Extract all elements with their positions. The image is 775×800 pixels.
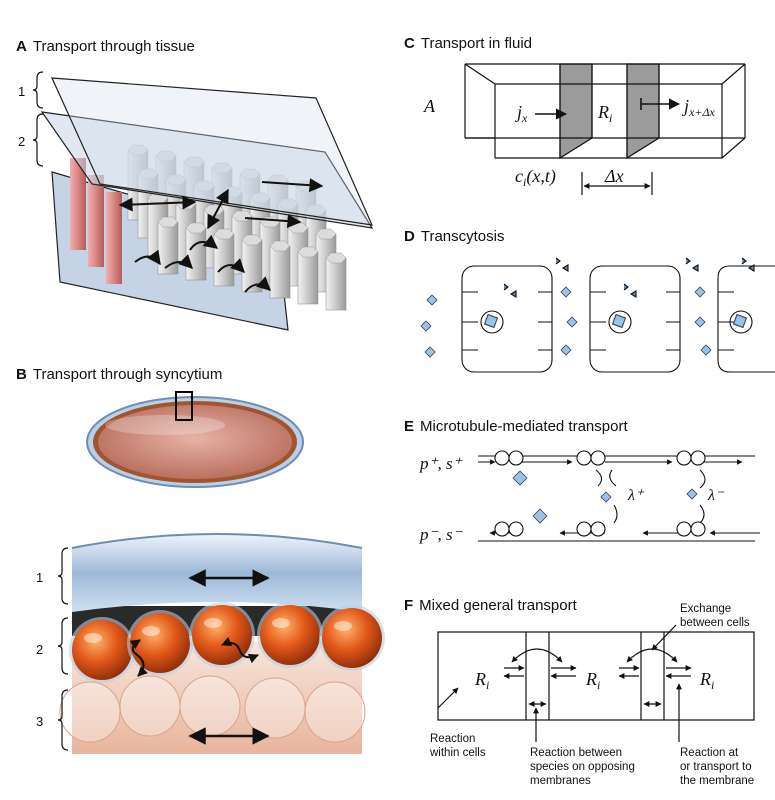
panel-b-arrows bbox=[129, 569, 270, 745]
dx-label: Δx bbox=[604, 166, 624, 186]
panel-e-microtubule bbox=[478, 450, 760, 542]
concentration-label: ci(x,t) bbox=[515, 166, 556, 189]
layer-3-label-b: 3 bbox=[36, 714, 43, 729]
note-within-1: Reaction bbox=[430, 733, 475, 745]
layer-2-label: 2 bbox=[18, 134, 25, 149]
note-between-2: species on opposing bbox=[530, 761, 635, 773]
reaction-f-middle: Ri bbox=[585, 669, 600, 692]
middle-plane bbox=[40, 111, 374, 229]
panel-b-syncytium: 1 2 3 bbox=[36, 391, 385, 754]
panel-a-brackets bbox=[32, 71, 44, 167]
panel-d-transcytosis bbox=[420, 257, 775, 373]
bottom-track-label: p⁻, s⁻ bbox=[419, 525, 464, 544]
panel-a-arrows bbox=[118, 178, 324, 293]
panel-a-tissue: 1 2 bbox=[18, 71, 374, 331]
panel-b-brackets bbox=[57, 547, 69, 751]
layer-2-label-b: 2 bbox=[36, 642, 43, 657]
layer-1-label-b: 1 bbox=[36, 570, 43, 585]
membrane-layer bbox=[72, 534, 362, 612]
note-between-1: Reaction between bbox=[530, 747, 622, 759]
note-membrane-1: Reaction at bbox=[680, 747, 739, 759]
note-between-3: membranes bbox=[530, 775, 591, 787]
reaction-label-c: Ri bbox=[597, 102, 612, 125]
area-label: A bbox=[423, 96, 436, 116]
note-exchange-2: between cells bbox=[680, 617, 750, 629]
panel-f-mixed bbox=[437, 624, 755, 742]
dish-cytoplasm bbox=[98, 405, 292, 479]
note-within-2: within cells bbox=[429, 747, 486, 759]
panel-c-fluid bbox=[464, 63, 746, 195]
note-membrane-3: the membrane bbox=[680, 775, 754, 787]
red-cells bbox=[70, 158, 122, 284]
flux-out-label: jx+Δx bbox=[682, 96, 715, 119]
note-membrane-2: or transport to bbox=[680, 761, 752, 773]
flux-in-label: jx bbox=[515, 102, 528, 125]
top-plane bbox=[51, 77, 373, 226]
layer-1-label: 1 bbox=[18, 84, 25, 99]
zoom-box bbox=[175, 391, 193, 421]
lambda-minus-label: λ⁻ bbox=[707, 487, 725, 504]
lambda-plus-label: λ⁺ bbox=[627, 487, 645, 504]
note-exchange-1: Exchange bbox=[680, 603, 731, 615]
layer-3-faded-nuclei bbox=[59, 675, 366, 743]
reaction-f-right: Ri bbox=[699, 669, 714, 692]
reaction-f-left: Ri bbox=[474, 669, 489, 692]
top-track-label: p⁺, s⁺ bbox=[419, 454, 464, 473]
